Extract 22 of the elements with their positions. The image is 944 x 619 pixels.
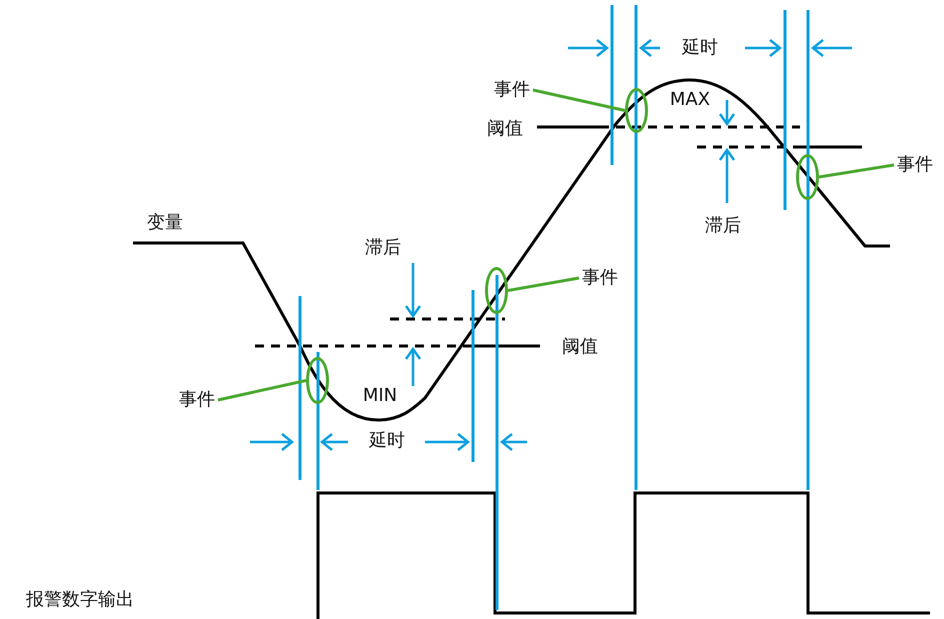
- event-label: 事件: [179, 389, 215, 411]
- threshold-label: 阈值: [562, 336, 598, 358]
- hysteresis-label: 滞后: [365, 237, 401, 259]
- output-label: 报警数字输出: [26, 589, 134, 611]
- delay-label: 延时: [682, 37, 718, 59]
- delay-label: 延时: [369, 430, 405, 452]
- event-label: 事件: [582, 267, 618, 289]
- hysteresis-label: 滞后: [705, 215, 741, 237]
- event-ellipse: [485, 267, 508, 314]
- event-ellipse: [625, 88, 648, 133]
- min-label: MIN: [362, 385, 398, 407]
- event-ellipse: [796, 154, 819, 200]
- threshold-label: 阈值: [487, 118, 523, 140]
- leader-line: [508, 276, 580, 292]
- leader-line: [532, 88, 626, 112]
- event-label: 事件: [897, 154, 933, 176]
- leader-line: [818, 164, 894, 178]
- max-label: MAX: [670, 89, 710, 111]
- event-label: 事件: [494, 79, 530, 101]
- leader-line: [218, 379, 306, 402]
- variable-label: 变量: [147, 212, 183, 234]
- event-ellipse: [306, 357, 329, 404]
